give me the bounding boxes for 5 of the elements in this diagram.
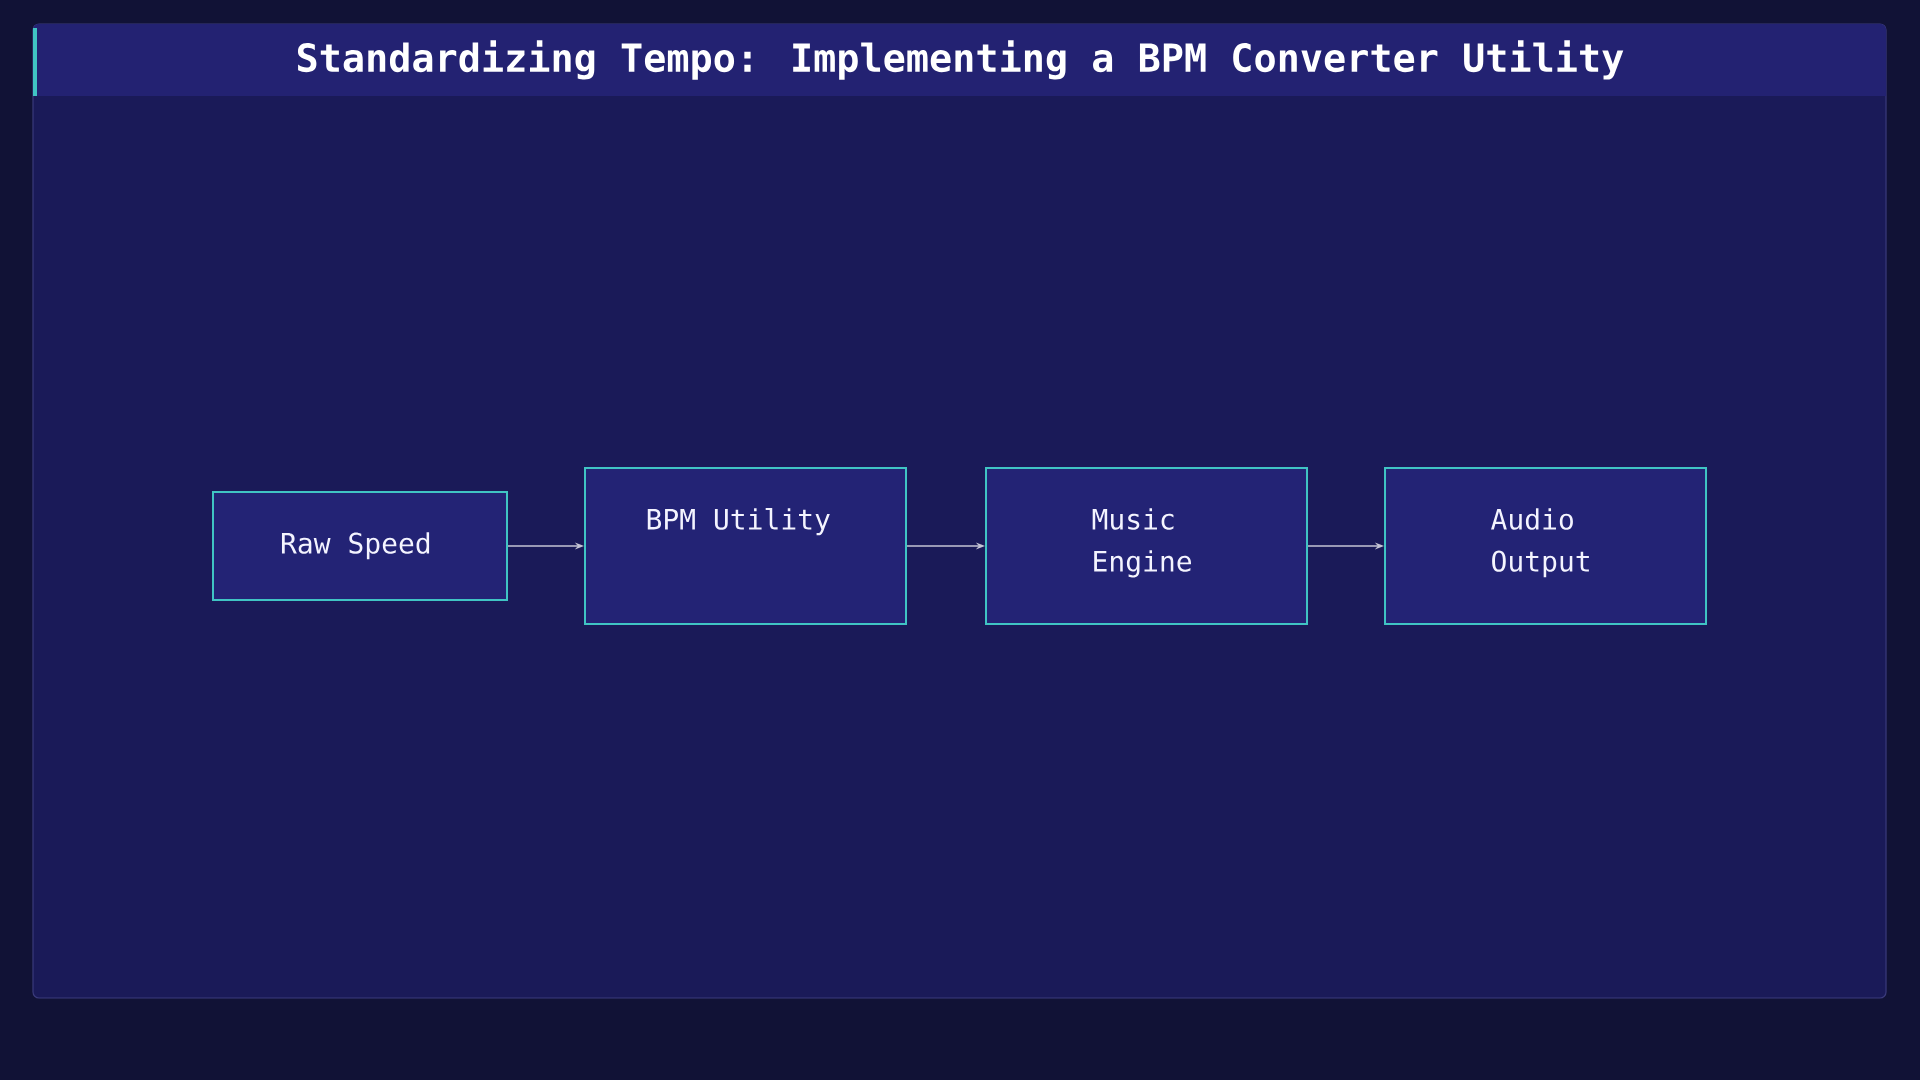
process-box: Audio Output bbox=[1384, 467, 1707, 625]
title-bar: Standardizing Tempo: Implementing a BPM Converter Utility bbox=[33, 24, 1886, 96]
process-box: Music Engine bbox=[985, 467, 1308, 625]
process-box: Raw Speed bbox=[212, 491, 508, 601]
process-box: BPM Utility bbox=[584, 467, 907, 625]
